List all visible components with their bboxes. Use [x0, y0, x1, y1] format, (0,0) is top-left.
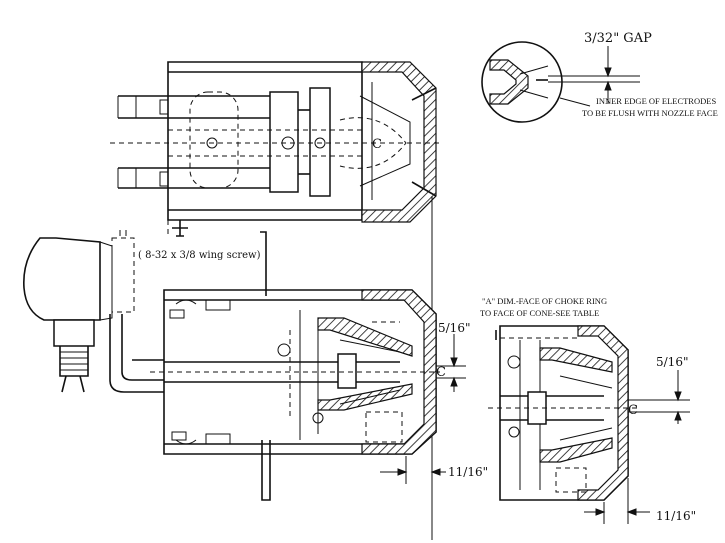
dimension-5-16-right [628, 370, 690, 424]
dimension-11-16-left-label: 11/16" [448, 465, 488, 479]
motor-connector [23, 230, 164, 393]
electrode-note-line-1: INNER EDGE OF ELECTRODES [596, 96, 716, 106]
choke-note-line-2: TO FACE OF CONE-SEE TABLE [480, 308, 599, 318]
wing-screw-label: ( 8-32 x 3/8 wing screw) [138, 250, 261, 261]
electrode-note-line-2: TO BE FLUSH WITH NOZZLE FACE [582, 108, 718, 118]
gap-dimension-label: 3/32" GAP [584, 31, 652, 46]
centerline-mark-right: C [628, 403, 638, 418]
electrode-detail-circle [481, 41, 640, 123]
dimension-5-16-right-label: 5/16" [656, 355, 688, 369]
choke-note-line-1: "A" DIM.-FACE OF CHOKE RING [482, 296, 607, 306]
dimension-11-16-right [584, 478, 650, 524]
centerline-mark-top: C [372, 137, 382, 152]
dimension-5-16-left [436, 334, 466, 392]
bottom-view-assembly [150, 289, 440, 455]
dimension-11-16-left [380, 456, 446, 484]
right-view-assembly [488, 325, 640, 501]
dimension-11-16-right-label: 11/16" [656, 509, 696, 523]
mounting-bracket [260, 231, 271, 501]
top-view-assembly [110, 61, 440, 237]
centerline-mark-bottom: C [436, 365, 446, 380]
dimension-5-16-left-label: 5/16" [438, 321, 470, 335]
